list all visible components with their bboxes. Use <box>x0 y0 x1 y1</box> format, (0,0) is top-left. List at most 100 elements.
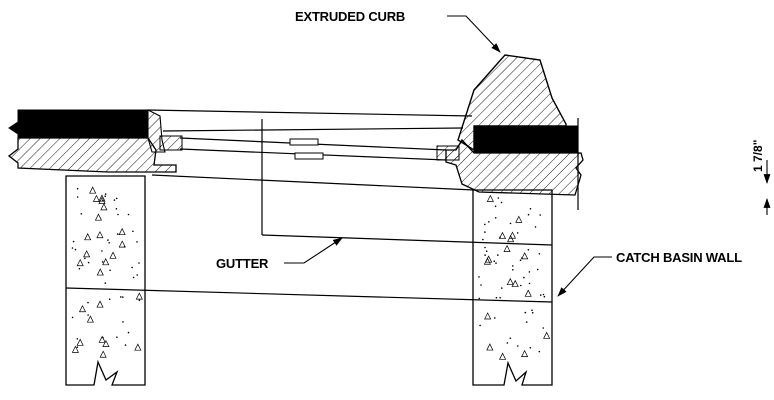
speckle-triangle <box>76 258 84 267</box>
speckle-dot <box>542 327 545 329</box>
speckle-dot <box>138 262 140 264</box>
speckle-dot <box>480 284 482 286</box>
speckle-dot <box>478 297 481 300</box>
speckle-dot <box>72 240 75 243</box>
speckle-dot <box>104 282 107 284</box>
dimension-annotation: 1 7/8" <box>751 140 771 215</box>
speckle-dot <box>531 311 534 314</box>
speckle-triangle <box>96 230 104 239</box>
speckle-triangle <box>503 244 511 252</box>
speckle-dot <box>78 267 81 270</box>
speckle-dot <box>512 265 514 267</box>
speckle-triangle <box>485 255 493 263</box>
speckle-triangle <box>96 300 104 308</box>
speckle-dot <box>109 269 111 272</box>
speckle-dot <box>497 197 500 199</box>
speckle-dot <box>113 199 116 201</box>
speckle-triangle <box>486 194 494 202</box>
speckle-dot <box>117 213 119 216</box>
speckle-dot <box>495 262 497 264</box>
speckle-dot <box>499 236 501 239</box>
speckle-triangle <box>524 289 532 297</box>
speckle-dot <box>494 317 496 319</box>
speckle-dot <box>528 271 531 273</box>
speckle-dot <box>500 201 503 204</box>
speckle-triangle <box>484 312 492 320</box>
speckle-dot <box>74 248 77 251</box>
speckle-triangle <box>76 338 84 346</box>
speckle-dot <box>542 293 545 296</box>
speckle-triangle <box>98 194 106 202</box>
speckle-triangle <box>507 234 515 243</box>
speckle-dot <box>124 344 127 346</box>
speckle-dot <box>482 238 484 241</box>
speckle-triangle <box>94 213 103 221</box>
speckle-dot <box>108 242 110 244</box>
speckle-triangle <box>118 227 126 236</box>
speckle-triangle <box>98 335 106 343</box>
speckle-dot <box>71 247 74 249</box>
speckle-dot <box>501 287 503 289</box>
speckle-dot <box>527 249 530 251</box>
speckle-dot <box>506 342 509 344</box>
speckle-dot <box>478 276 480 278</box>
extruded-curb-label: EXTRUDED CURB <box>295 9 405 24</box>
speckle-dot <box>107 239 109 241</box>
grate-bar <box>289 138 319 146</box>
speckle-triangle <box>498 231 507 239</box>
left-catch-basin-wall <box>65 175 146 386</box>
speckle-dot <box>115 197 118 200</box>
speckle-dot <box>493 260 496 263</box>
speckle-dot <box>494 217 497 219</box>
speckle-dot <box>101 250 103 252</box>
speckle-dot <box>519 259 522 262</box>
speckle-dot <box>509 337 512 340</box>
speckle-dot <box>76 196 79 198</box>
right-catch-basin-wall <box>472 189 553 386</box>
concrete-speckle <box>71 186 143 358</box>
concrete-speckle <box>478 194 551 360</box>
speckle-dot <box>87 301 89 304</box>
speckle-dot <box>138 299 141 302</box>
speckle-dot <box>495 296 498 299</box>
speckle-dot <box>525 321 528 323</box>
speckle-dot <box>516 232 519 234</box>
speckle-dot <box>132 276 135 279</box>
speckle-triangle <box>521 252 529 260</box>
speckle-dot <box>497 254 499 256</box>
speckle-dot <box>104 195 106 197</box>
speckle-dot <box>484 223 486 226</box>
speckle-triangle <box>102 258 110 266</box>
speckle-dot <box>529 347 532 349</box>
speckle-dot <box>529 208 532 210</box>
speckle-triangle <box>92 194 101 202</box>
speckle-dot <box>116 233 119 235</box>
speckle-triangle <box>84 233 92 241</box>
speckle-dot <box>115 208 118 210</box>
speckle-triangle <box>515 215 523 223</box>
speckle-dot <box>479 324 481 327</box>
speckle-dot <box>484 254 486 256</box>
dimension-label: 1 7/8" <box>751 140 765 172</box>
speckle-triangle <box>134 343 142 351</box>
speckle-dot <box>104 193 107 195</box>
speckle-triangle <box>86 315 94 323</box>
speckle-triangle <box>89 186 97 194</box>
speckle-triangle <box>486 343 494 351</box>
speckle-dot <box>127 213 130 216</box>
speckle-dot <box>523 276 525 279</box>
label-extruded-curb: EXTRUDED CURB <box>295 9 501 53</box>
speckle-dot <box>136 274 138 276</box>
speckle-dot <box>538 350 541 353</box>
speckle-triangle <box>109 251 117 259</box>
speckle-dot <box>539 214 541 216</box>
speckle-dot <box>531 309 533 312</box>
speckle-dot <box>543 295 546 298</box>
speckle-dot <box>517 345 519 347</box>
speckle-dot <box>87 261 90 264</box>
speckle-triangle <box>100 203 108 211</box>
speckle-triangle <box>96 268 104 276</box>
extruded-curb <box>457 54 567 152</box>
speckle-dot <box>108 298 111 301</box>
